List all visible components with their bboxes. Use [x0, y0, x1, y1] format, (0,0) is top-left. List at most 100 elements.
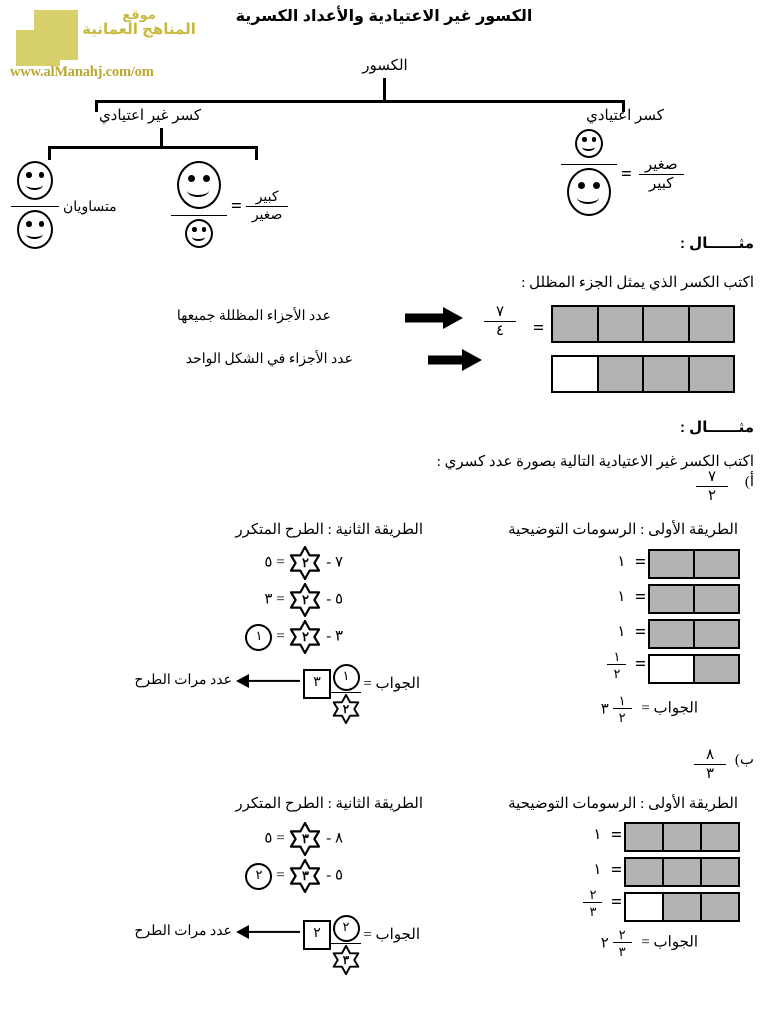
small-smiley-icon [185, 219, 213, 248]
small-smiley-icon [575, 129, 603, 158]
part-a-m1-eq-2: = [635, 587, 646, 608]
bigger-frac-den-word: صغير [245, 205, 289, 223]
part-a-fraction: ٧ ٢ [695, 469, 728, 504]
proper-frac-num-word: صغير [644, 156, 678, 173]
part-a-m1-val-4: ١ ٢ [607, 650, 627, 680]
tree-sub-right-drop [255, 146, 258, 160]
tree-top-connector [95, 100, 625, 103]
part-a-m2-step-2: ٥ - ٢ = ٣ [264, 583, 343, 617]
example1-numerator: ٧ [495, 304, 504, 320]
example1-annotation-bottom: عدد الأجزاء في الشكل الواحد [185, 352, 353, 367]
bigger-case-words: كبير صغير [245, 189, 289, 223]
part-a-m2-answer-fraction: ١ ٢ [331, 664, 361, 724]
step-minuend: ٨ [334, 830, 343, 847]
step-minus: - [326, 628, 332, 645]
part-b-numerator: ٨ [705, 747, 714, 763]
part-a-numerator: ٧ [707, 469, 716, 485]
example2-heading: مثــــــال : [680, 419, 754, 436]
bigger-frac-num-word: كبير [255, 189, 279, 205]
star-value: ٢ [301, 629, 309, 644]
tree-root-stem [383, 78, 386, 100]
part-b-m1-answer-value: ٢ ٣ ٢ [601, 928, 632, 958]
proper-frac-equals: = [621, 163, 632, 185]
part-b-marker: ب) [734, 752, 754, 768]
part-b-m1-val-1: ١ [593, 827, 602, 844]
step-result: ٣ [264, 591, 273, 608]
part-b-fraction: ٨ ٣ [693, 747, 726, 782]
part-a-m1-answer-label: الجواب = [641, 700, 698, 717]
part-a-marker: أ) [744, 474, 754, 490]
tree-proper-fraction-label: كسر اعتيادي [586, 108, 664, 124]
page-title: الكسور غير الاعتيادية والأعداد الكسرية [235, 8, 533, 25]
part-a-m2-boxed-count: ٣ [303, 669, 331, 699]
part-a-m1-eq-1: = [635, 552, 646, 573]
proper-fraction-words: صغير كبير [638, 156, 684, 192]
star-value: ٢ [301, 555, 309, 570]
part-a-m1-val-1: ١ [617, 554, 626, 571]
tree-sub-connector [48, 146, 258, 149]
example1-fraction: ٧ ٤ [483, 304, 516, 339]
improper-bigger-case: كبير صغير = [170, 160, 289, 253]
example1-denominator: ٤ [483, 321, 516, 339]
logo-url[interactable]: www.alManahj.com/om [10, 64, 154, 80]
tree-sub-stem [160, 128, 163, 146]
step-minus: - [326, 554, 332, 571]
bigger-case-equals: = [231, 195, 242, 217]
star-icon: ٢ [331, 694, 361, 724]
step-result: ٥ [264, 554, 273, 571]
part-b-m2-step-1: ٨ - ٣ = ٥ [264, 822, 343, 856]
part-b-m2-step-2: ٥ - ٣ = ٢ [245, 859, 343, 893]
part-b-m1-bar-2 [624, 857, 740, 887]
step-equals: = [276, 830, 285, 847]
part-b-m2-boxed-count: ٢ [303, 920, 331, 950]
part-a-m1-answer-value: ١ ٢ ٣ [601, 694, 632, 724]
step-equals: = [276, 867, 285, 884]
tree-improper-fraction-label: كسر غير اعتيادي [98, 108, 202, 124]
star-value: ٢ [342, 701, 350, 716]
part-a-m1-val-3: ١ [617, 624, 626, 641]
tree-right-drop [622, 100, 625, 112]
part-a-m1-bar-3 [648, 619, 740, 649]
boxed-value: ٢ [303, 920, 331, 950]
example2-prompt: اكتب الكسر غير الاعتيادية التالية بصورة … [436, 454, 754, 470]
step-minuend: ٥ [334, 591, 343, 608]
star-value: ٣ [342, 952, 350, 967]
part-b-m1-eq-3: = [611, 892, 622, 913]
part-b-m1-eq-1: = [611, 825, 622, 846]
part-a-m1-bar-2 [648, 584, 740, 614]
answer-circled-numerator: ٢ [332, 915, 360, 942]
part-a-m2-answer-label: الجواب = [363, 676, 420, 692]
star-icon: ٣ [331, 945, 361, 975]
example1-heading: مثــــــال : [680, 235, 754, 252]
logo-wordmark: موقع المناهج العمانية [80, 8, 198, 37]
equal-case-label: متساويان [63, 199, 117, 215]
part-b-m1-val-2: ١ [593, 862, 602, 879]
part-b-m2-answer-label: الجواب = [363, 927, 420, 943]
step-minuend: ٥ [334, 867, 343, 884]
part-b-m1-answer-row: الجواب = ٢ ٣ ٢ [601, 928, 698, 958]
tree-root-label: الكسور [362, 58, 408, 74]
part-b-m2-answer-fraction: ٢ ٣ [331, 915, 361, 975]
large-smiley-icon [177, 161, 221, 209]
fraction-type-tree: الكسور كسر اعتيادي صغير كبير = [0, 52, 768, 249]
star-icon: ٣ [288, 822, 322, 856]
part-b-method1-title: الطريقة الأولى : الرسومات التوضيحية [508, 796, 738, 812]
example1-equals: = [533, 318, 544, 339]
example1-bar-1 [551, 305, 735, 343]
answer-circled-numerator: ١ [332, 664, 360, 691]
large-smiley-icon [567, 168, 611, 216]
star-value: ٣ [301, 868, 309, 883]
part-a-m2-arrow [236, 672, 302, 690]
example1-prompt: اكتب الكسر الذي يمثل الجزء المظلل : [521, 275, 754, 291]
logo-line2: المناهج العمانية [82, 20, 196, 38]
medium-smiley-icon [17, 210, 53, 249]
part-a-m1-answer-row: الجواب = ١ ٢ ٣ [601, 694, 698, 724]
part-a-m1-val-2: ١ [617, 589, 626, 606]
star-icon: ٢ [288, 620, 322, 654]
part-b-m1-answer-label: الجواب = [641, 934, 698, 951]
medium-smiley-icon [17, 161, 53, 200]
star-icon: ٢ [288, 546, 322, 580]
example1-annotation-top: عدد الأجزاء المظللة جميعها [176, 309, 331, 324]
part-a-m1-bar-1 [648, 549, 740, 579]
step-equals: = [276, 591, 285, 608]
